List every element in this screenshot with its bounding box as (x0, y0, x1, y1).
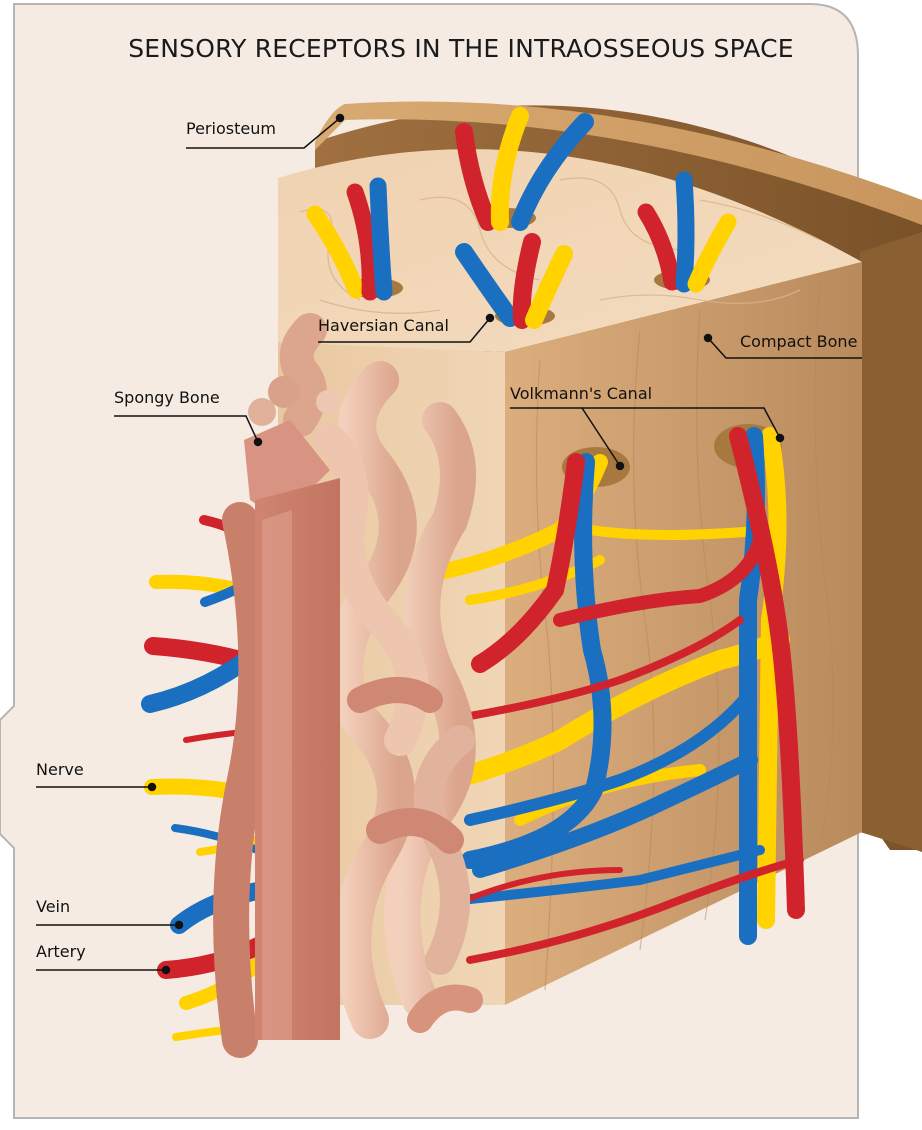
diagram-title: SENSORY RECEPTORS IN THE INTRAOSSEOUS SP… (0, 34, 922, 63)
label-vein: Vein (36, 897, 70, 916)
label-compact-bone: Compact Bone (740, 332, 857, 351)
label-spongy-bone: Spongy Bone (114, 388, 220, 407)
label-nerve: Nerve (36, 760, 84, 779)
label-haversian-canal: Haversian Canal (318, 316, 449, 335)
label-artery: Artery (36, 942, 86, 961)
label-periosteum: Periosteum (186, 119, 276, 138)
label-volkmanns-canal: Volkmann's Canal (510, 384, 652, 403)
